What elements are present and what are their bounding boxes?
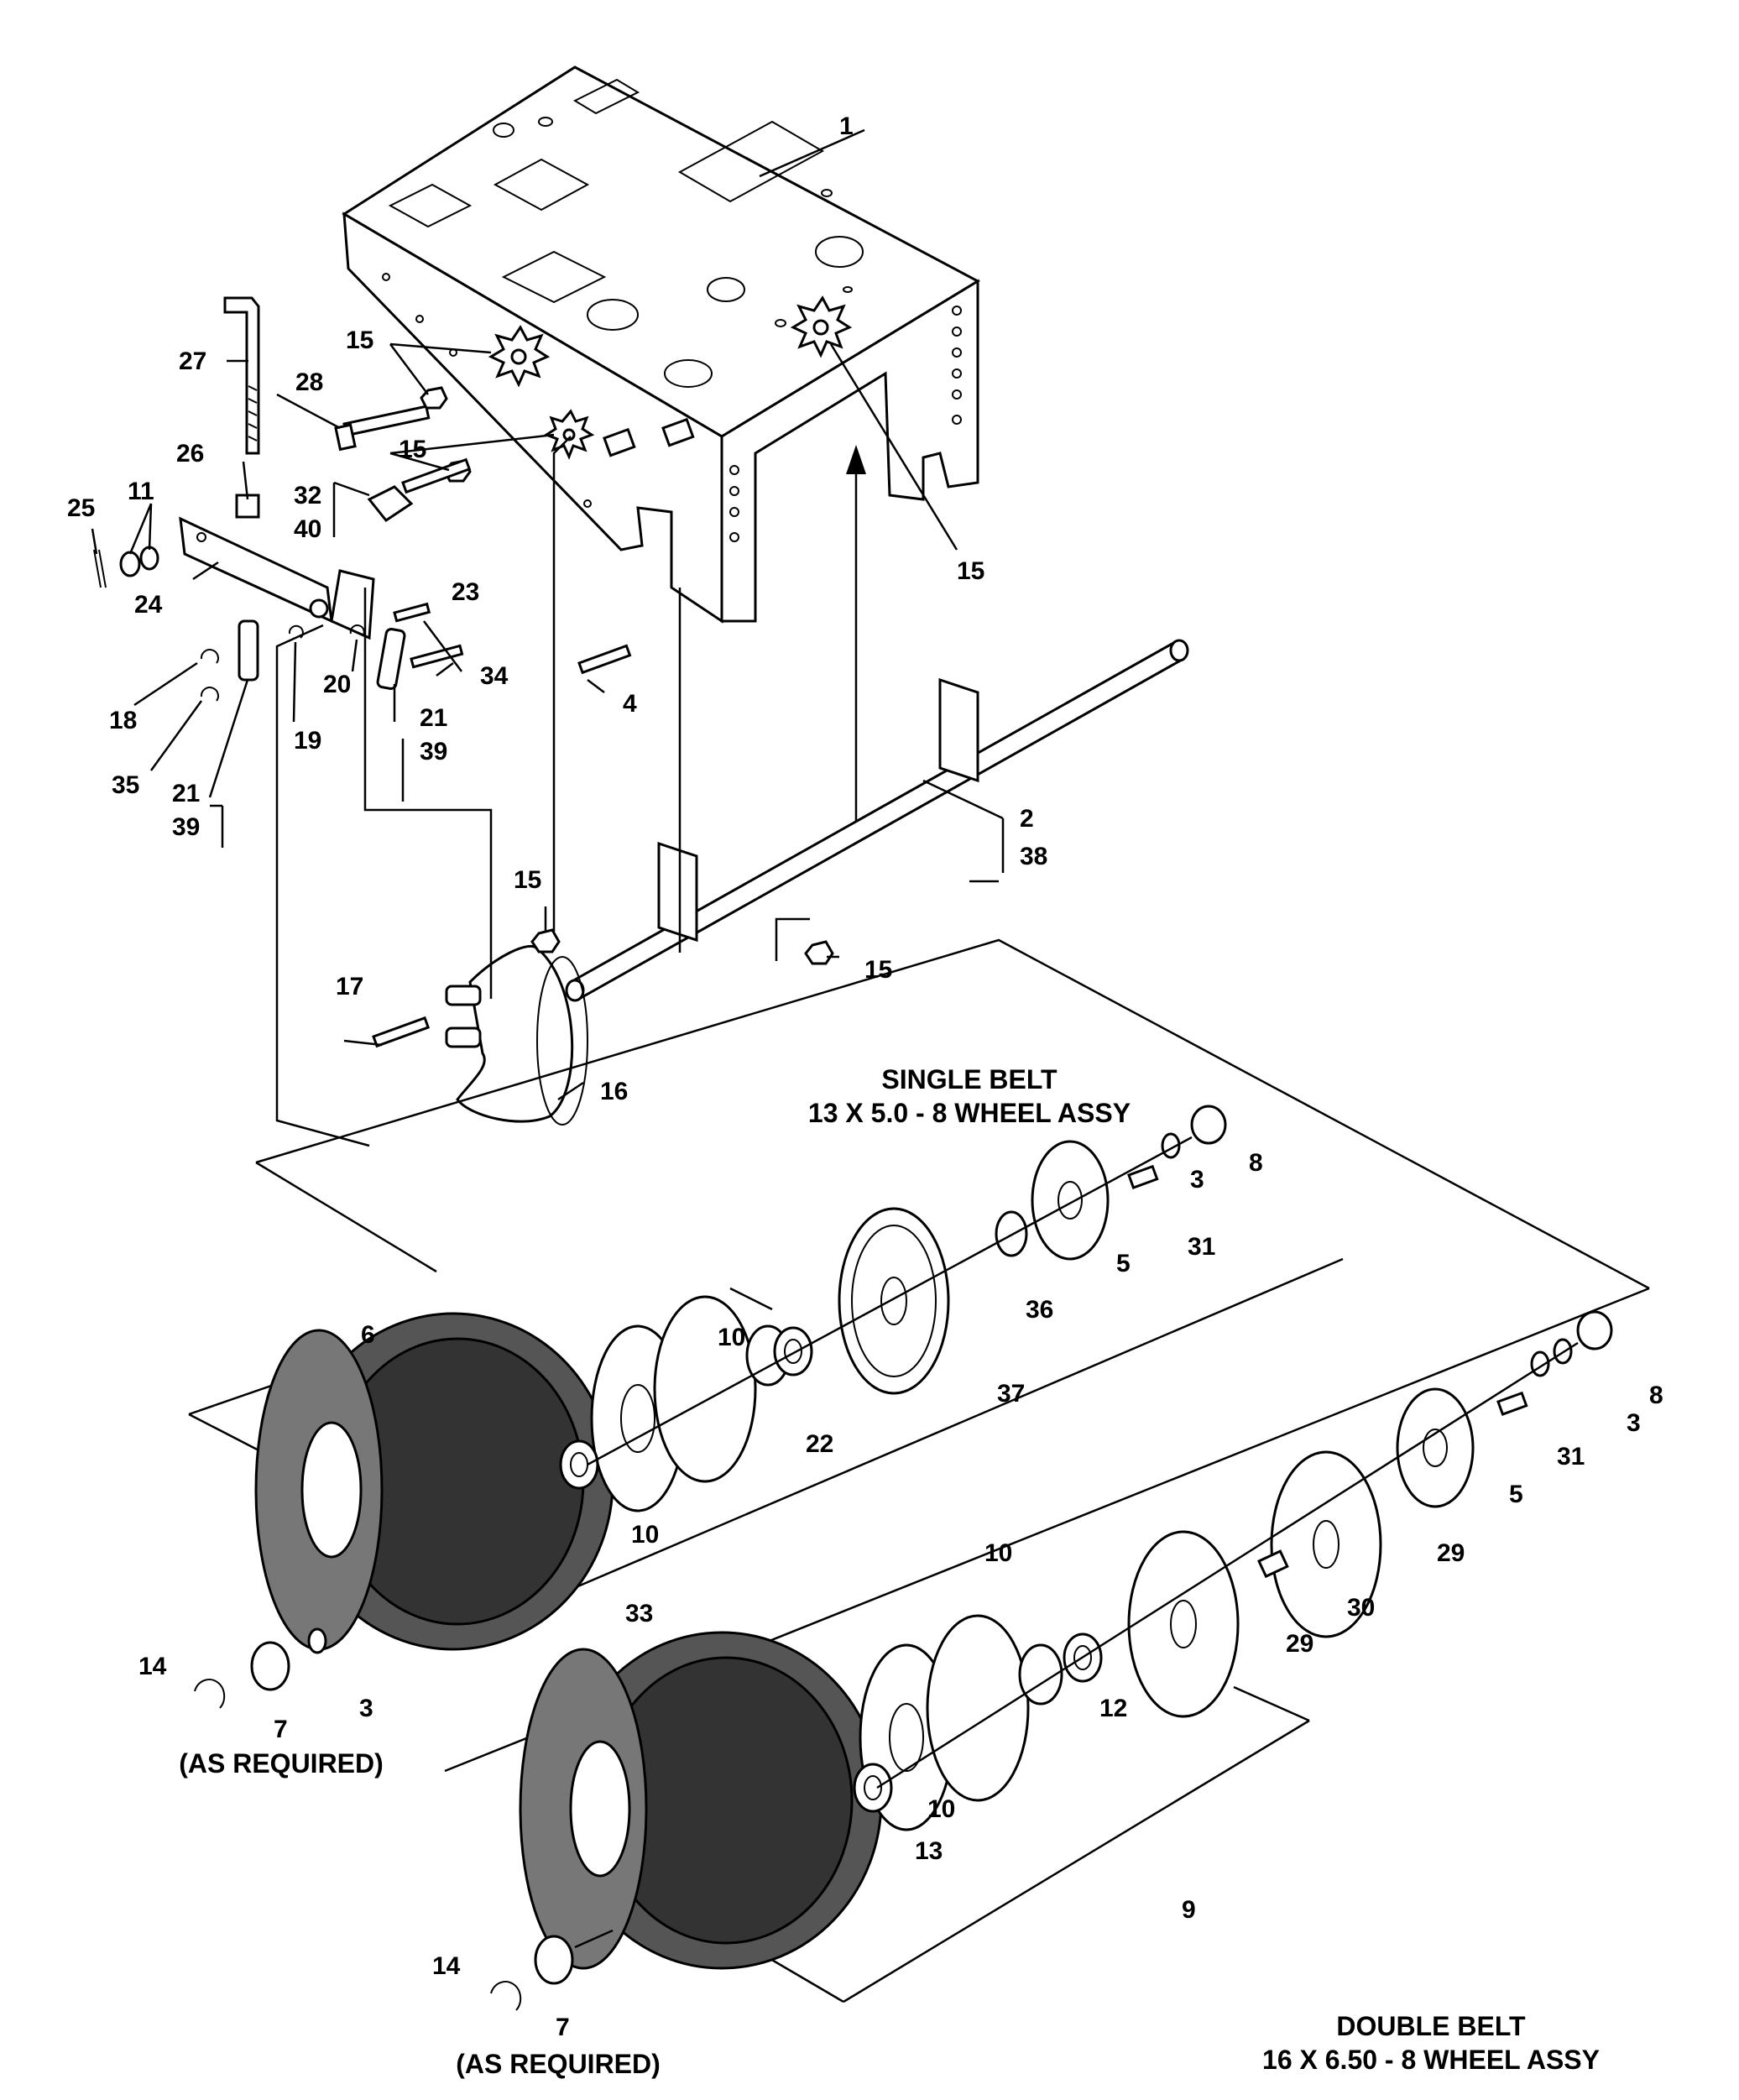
callout-25: 25 [67,494,95,522]
callout-7: 7 [556,2014,570,2041]
callout-31: 31 [1557,1443,1585,1471]
callout-14: 14 [432,1952,461,1980]
single-belt-subtitle: 13 X 5.0 - 8 WHEEL ASSY [808,1098,1131,1128]
callout-6: 6 [361,1321,375,1349]
double-belt-title: DOUBLE BELT [1336,2011,1526,2041]
leader-lines [91,128,1005,1147]
double-belt-subtitle: 16 X 6.50 - 8 WHEEL ASSY [1262,2045,1600,2075]
callout-30: 30 [1347,1594,1375,1622]
callout-10: 10 [718,1324,745,1351]
callout-20: 20 [323,671,351,698]
callout-28: 28 [295,368,323,396]
callout-39: 39 [172,813,200,841]
callout-15: 15 [864,956,892,984]
callout-21: 21 [172,780,200,807]
axle-assembly [565,639,1189,1002]
notes: (AS REQUIRED) (AS REQUIRED) SINGLE BELT … [179,1064,1600,2079]
linkage-parts [93,296,695,702]
callout-10: 10 [984,1539,1012,1567]
callout-5: 5 [1116,1250,1131,1277]
frame-chassis [342,65,981,624]
callout-39: 39 [420,738,447,765]
callout-29: 29 [1286,1630,1313,1658]
callout-32: 32 [294,482,321,509]
single-belt-wheel-assembly [194,1105,1227,1709]
callout-9: 9 [1182,1896,1196,1924]
callout-17: 17 [336,973,363,1000]
callout-2: 2 [1020,805,1034,833]
callout-29: 29 [1437,1539,1465,1567]
callout-8: 8 [1649,1382,1663,1409]
callout-15: 15 [957,557,984,585]
callout-35: 35 [112,771,139,799]
callout-22: 22 [806,1430,833,1458]
callout-19: 19 [294,727,321,755]
callout-23: 23 [452,578,479,606]
callout-12: 12 [1099,1695,1127,1722]
callout-26: 26 [176,440,204,468]
double-belt-wheel-assembly [490,1310,1613,2011]
callout-4: 4 [623,690,637,718]
single-belt-title: SINGLE BELT [881,1064,1058,1094]
callout-11: 11 [128,478,154,505]
callout-37: 37 [997,1380,1025,1408]
assembly-arrow [846,445,866,823]
callout-36: 36 [1026,1296,1053,1324]
callout-labels: 1 15 15 15 15 15 27 28 26 32 40 11 25 24… [67,112,1663,2041]
callout-15: 15 [346,326,373,354]
callout-31: 31 [1188,1233,1215,1261]
callout-34: 34 [480,662,509,690]
callout-15: 15 [514,866,541,894]
callout-5: 5 [1509,1481,1523,1508]
callout-16: 16 [600,1078,628,1105]
brake-band [372,928,588,1126]
as-required-note: (AS REQUIRED) [456,2049,661,2079]
callout-15: 15 [399,436,426,463]
callout-18: 18 [109,707,137,734]
callout-38: 38 [1020,843,1047,870]
callout-8: 8 [1249,1149,1263,1177]
callout-7: 7 [274,1716,288,1743]
callout-40: 40 [294,515,321,543]
as-required-note: (AS REQUIRED) [179,1748,384,1779]
callout-27: 27 [179,347,206,375]
callout-3: 3 [1627,1409,1641,1437]
callout-3: 3 [359,1695,373,1722]
callout-10: 10 [927,1795,955,1823]
callout-10: 10 [631,1521,659,1549]
callout-13: 13 [915,1837,943,1865]
callout-1: 1 [839,112,854,140]
callout-14: 14 [138,1653,167,1680]
callout-33: 33 [625,1600,653,1627]
callout-21: 21 [420,704,447,732]
callout-3: 3 [1190,1166,1204,1194]
callout-24: 24 [134,591,163,619]
